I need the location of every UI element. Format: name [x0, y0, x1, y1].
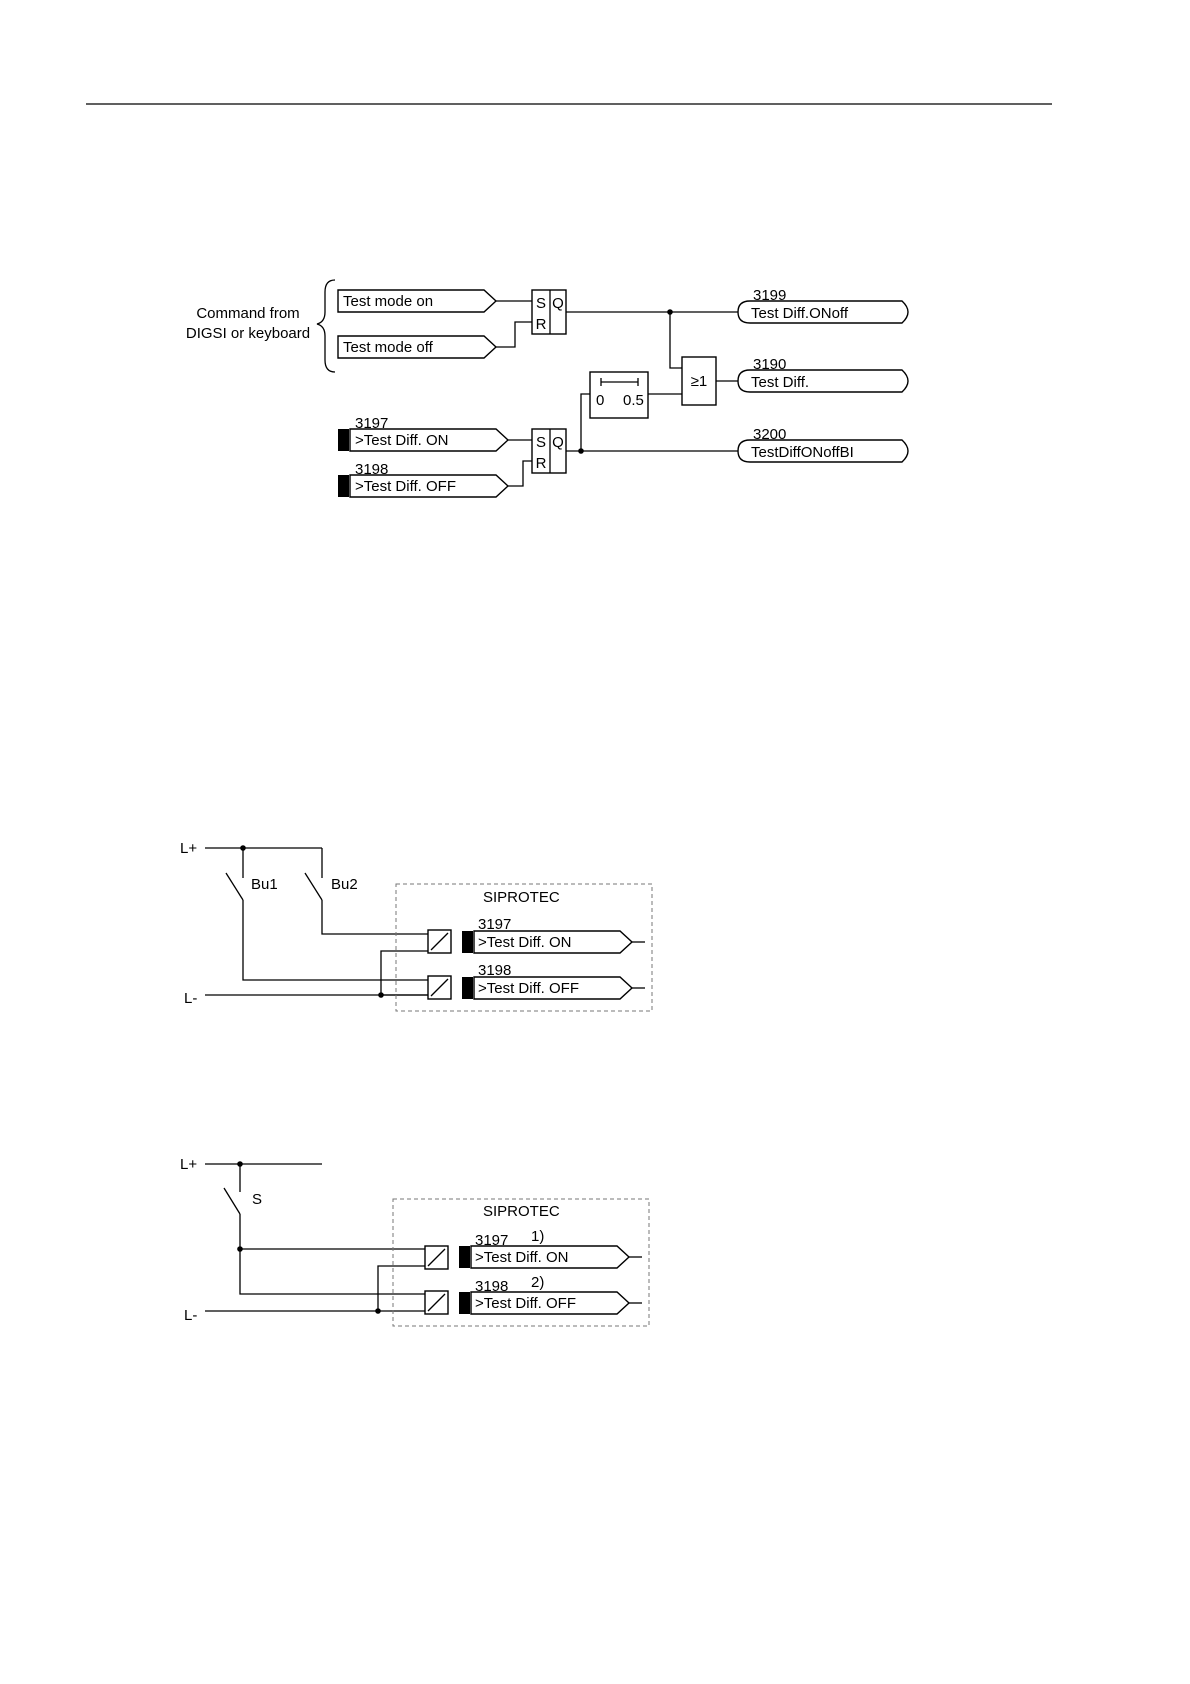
sw-in-on-marker	[459, 1246, 470, 1268]
bin-on-marker	[338, 429, 349, 451]
sw-in-off-label: >Test Diff. OFF	[475, 1295, 576, 1312]
timer-t1: 0	[596, 392, 604, 409]
sw-in-on-note: 1)	[531, 1228, 544, 1245]
pb-bu2-contact	[304, 872, 323, 901]
flipflop-1-r: R	[536, 316, 547, 333]
flipflop-2-q: Q	[552, 434, 564, 451]
sw-in-off-note: 2)	[531, 1274, 544, 1291]
bin-off-no: 3198	[355, 461, 388, 478]
command-source-line2: DIGSI or keyboard	[186, 325, 310, 342]
pb-in-on-shape	[473, 930, 634, 954]
sw-device-box	[392, 1198, 650, 1327]
sw-in-off-marker	[459, 1292, 470, 1314]
wiring-pushbuttons: L+ L- Bu1 Bu2 SIPROTEC 3197 >Test Diff.	[180, 840, 653, 1012]
out-onoff-label: Test Diff.ONoff	[751, 305, 849, 322]
bin-on-label: >Test Diff. ON	[355, 432, 449, 449]
flipflop-2-s: S	[536, 434, 546, 451]
pb-bu2-wire	[321, 900, 430, 935]
out-test-shape	[737, 369, 909, 393]
flipflop-1-s: S	[536, 295, 546, 312]
pb-bu1-contact	[225, 872, 244, 901]
sw-common	[239, 1214, 428, 1295]
sw-device-label: SIPROTEC	[483, 1203, 560, 1220]
command-source-line1: Command from	[196, 305, 299, 322]
sw-in-off-no: 3198	[475, 1278, 508, 1295]
out-test-no: 3190	[753, 356, 786, 373]
pb-bu1-wire	[242, 900, 430, 981]
flipflop-2-r: R	[536, 455, 547, 472]
pb-in-on-marker	[462, 931, 473, 953]
bin-on-input	[349, 428, 510, 452]
pb-in-off-no: 3198	[478, 962, 511, 979]
out-test-label: Test Diff.	[751, 374, 809, 391]
wire-binoff-to-ff2-r	[508, 460, 532, 487]
pb-l-minus: L-	[184, 990, 197, 1007]
pb-l-plus: L+	[180, 840, 197, 857]
pb-in-on-no: 3197	[478, 916, 511, 933]
wire-ff1-to-or	[669, 312, 682, 369]
or-gate-label: ≥1	[691, 373, 708, 390]
pb-device-label: SIPROTEC	[483, 889, 560, 906]
test-mode-on-input	[337, 289, 498, 313]
sw-switch-label: S	[252, 1191, 262, 1208]
wiring-switch: L+ L- S SIPROTEC 3197 1) >Test Diff. ON …	[180, 1156, 650, 1327]
timer-symbol	[600, 378, 639, 386]
out-onoffbi-no: 3200	[753, 426, 786, 443]
test-mode-off-input	[337, 335, 498, 359]
pb-device-box	[395, 883, 653, 1012]
sw-in-on-label: >Test Diff. ON	[475, 1249, 569, 1266]
test-mode-off-label: Test mode off	[343, 339, 434, 356]
pb-opto-off-diag	[430, 978, 449, 997]
sw-opto-off-diag	[427, 1293, 446, 1312]
out-onoffbi-shape	[737, 439, 909, 463]
out-onoffbi-label: TestDiffONoffBI	[751, 444, 854, 461]
timer-t2: 0.5	[623, 392, 644, 409]
logic-diagram: Command from DIGSI or keyboard Test mode…	[186, 279, 909, 498]
sw-switch-contact	[223, 1187, 241, 1215]
command-brace	[316, 279, 336, 373]
pb-return-upper	[380, 950, 430, 995]
out-onoff-no: 3199	[753, 287, 786, 304]
pb-in-off-label: >Test Diff. OFF	[478, 980, 579, 997]
sw-l-plus: L+	[180, 1156, 197, 1173]
sw-opto-on-diag	[427, 1248, 446, 1267]
pb-in-off-shape	[473, 976, 634, 1000]
pb-in-on-label: >Test Diff. ON	[478, 934, 572, 951]
wire-off-to-ff1-r	[496, 321, 532, 348]
pb-bu1-label: Bu1	[251, 876, 278, 893]
sw-in-on-shape	[470, 1245, 631, 1269]
flipflop-2	[531, 428, 567, 474]
test-mode-on-label: Test mode on	[343, 293, 433, 310]
pb-bu2-label: Bu2	[331, 876, 358, 893]
out-onoff-shape	[737, 300, 909, 324]
wire-ff2-to-timer	[580, 393, 590, 451]
sw-l-minus: L-	[184, 1307, 197, 1324]
bin-off-marker	[338, 475, 349, 497]
flipflop-1-q: Q	[552, 295, 564, 312]
sw-return-upper	[377, 1265, 428, 1311]
sw-in-off-shape	[470, 1291, 631, 1315]
bin-off-label: >Test Diff. OFF	[355, 478, 456, 495]
pb-opto-on-diag	[430, 932, 449, 951]
bin-off-input	[349, 474, 510, 498]
pb-in-off-marker	[462, 977, 473, 999]
flipflop-1	[531, 289, 567, 335]
bin-on-no: 3197	[355, 415, 388, 432]
sw-in-on-no: 3197	[475, 1232, 508, 1249]
